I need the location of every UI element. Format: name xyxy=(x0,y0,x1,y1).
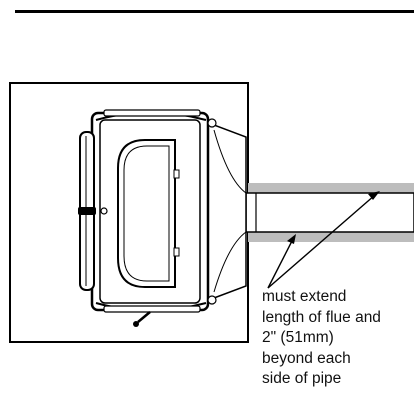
top-rule xyxy=(15,10,414,13)
requirement-note: must extend length of flue and 2" (51mm)… xyxy=(262,287,412,390)
note-line: beyond each xyxy=(262,349,351,367)
stove-body xyxy=(78,109,217,313)
note-line: length of flue and xyxy=(262,308,381,326)
note-line: side of pipe xyxy=(262,370,342,387)
bolt-detail xyxy=(133,311,151,327)
flue-pipe xyxy=(245,192,414,233)
callout-arrows xyxy=(267,191,380,289)
flue-transition xyxy=(205,120,247,303)
note-line: 2" (51mm) xyxy=(262,329,334,346)
floor-protection-strip-top xyxy=(248,183,414,193)
note-line: must extend xyxy=(262,288,347,305)
floor-protection-strip-bottom xyxy=(248,232,414,242)
